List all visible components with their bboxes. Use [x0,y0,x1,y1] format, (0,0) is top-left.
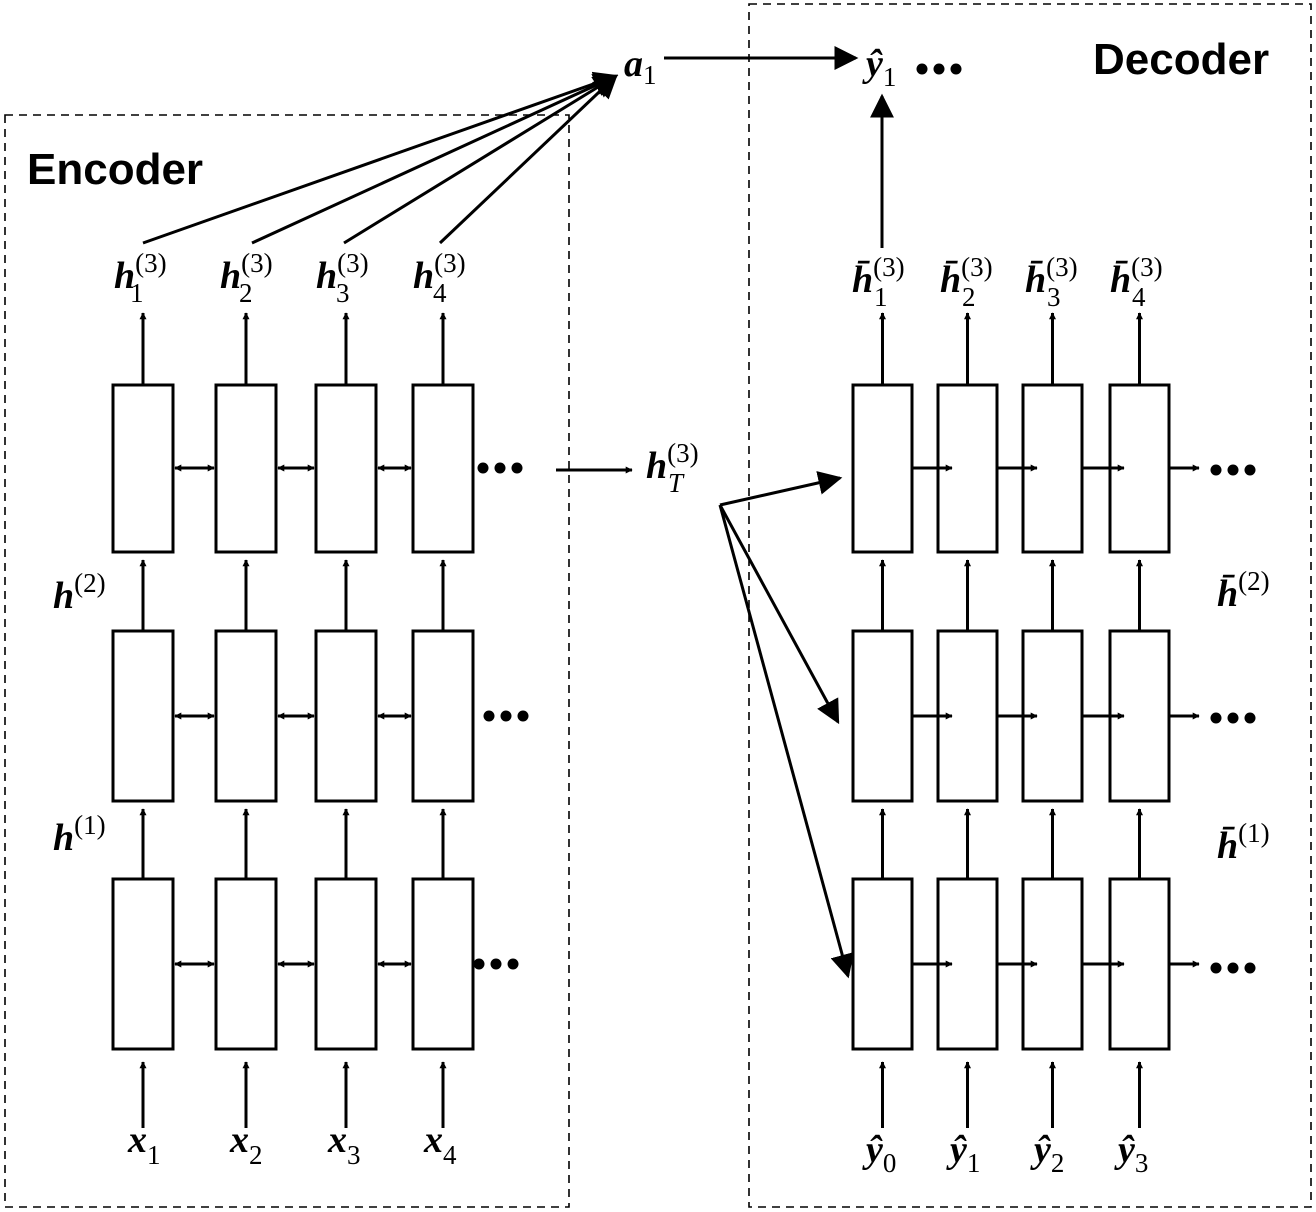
encoder-cell [314,383,378,554]
encoder-ellipsis [477,462,523,474]
attention-label: a1 [624,43,657,90]
dot [483,710,495,722]
attention-arrow [251,74,619,245]
decoder-init-arrow [719,471,843,507]
encoder-input-label-4: x4 [423,1119,457,1170]
encoder-ellipsis [473,958,519,970]
encoder-cell [314,877,378,1051]
dot [517,710,529,722]
dot [477,462,489,474]
encoder-cell [214,383,278,554]
encoder-output-label-4: h(3)4 [413,248,466,308]
decoder-output-ellipsis [916,63,962,75]
dot [1244,712,1256,724]
encoder-cell [111,877,175,1051]
encoder-cell [111,629,175,803]
decoder-layer-label-1: h̄(1) [1217,818,1270,867]
decoder-input-label-1: ŷ1 [946,1129,980,1178]
dot [1227,464,1239,476]
decoder-input-label-3: ŷ3 [1114,1129,1148,1178]
decoder-output-label: ŷ1 [862,43,896,92]
dot [507,958,519,970]
encoder-cell [411,877,475,1051]
decoder-title: Decoder [1093,35,1269,84]
decoder-cell [851,383,914,554]
dot [473,958,485,970]
connection-arrows [139,46,1200,1128]
dot [1227,712,1239,724]
dot [1227,962,1239,974]
encoder-cell [411,383,475,554]
encoder-final-state-label: h(3)T [646,438,699,498]
encoder-title: Encoder [27,145,203,194]
dot [1244,464,1256,476]
dot [494,462,506,474]
dot [1210,712,1222,724]
decoder-input-label-0: ŷ0 [862,1129,896,1178]
dot [933,63,945,75]
decoder-init-arrow [718,504,854,979]
decoder-ellipsis [1210,464,1256,476]
encoder-frame [4,114,570,1208]
decoder-output-label-2: h̄(3)2 [940,252,993,312]
encoder-input-label-3: x3 [327,1119,361,1170]
decoder-init-arrow [718,504,840,725]
attention-arrow [438,74,618,245]
encoder-cell [214,629,278,803]
encoder-input-label-1: x1 [127,1119,161,1170]
decoder-cell [851,629,914,803]
encoder-cell [214,877,278,1051]
dot [916,63,928,75]
decoder-ellipsis [1210,962,1256,974]
dot [511,462,523,474]
ellipsis-dots [473,63,1256,974]
encoder-output-label-2: h(3)2 [220,248,273,308]
dot [1244,962,1256,974]
encoder-cell [314,629,378,803]
dot [1210,962,1222,974]
encoder-output-label-1: h(3)1 [114,248,167,308]
attention-arrow [343,74,619,245]
decoder-input-label-2: ŷ2 [1030,1129,1064,1178]
decoder-layer-label-2: h̄(2) [1217,566,1270,615]
encoder-cells [111,383,475,1051]
decoder-output-label-1: h̄(3)1 [852,252,905,312]
encoder-output-label-3: h(3)3 [316,248,369,308]
decoder-output-label-4: h̄(3)4 [1110,252,1163,312]
decoder-frame [748,3,1312,1208]
decoder-output-label-3: h̄(3)3 [1025,252,1078,312]
decoder-cell [851,877,914,1051]
encoder-cell [411,629,475,803]
attention-arrow [142,71,619,245]
encoder-ellipsis [483,710,529,722]
encoder-input-label-2: x2 [229,1119,263,1170]
encoder-layer-label-2: h(2) [53,568,106,617]
encoder-layer-label-1: h(1) [53,810,106,859]
decoder-ellipsis [1210,712,1256,724]
encoder-cell [111,383,175,554]
dot [1210,464,1222,476]
dot [950,63,962,75]
dot [500,710,512,722]
dot [490,958,502,970]
